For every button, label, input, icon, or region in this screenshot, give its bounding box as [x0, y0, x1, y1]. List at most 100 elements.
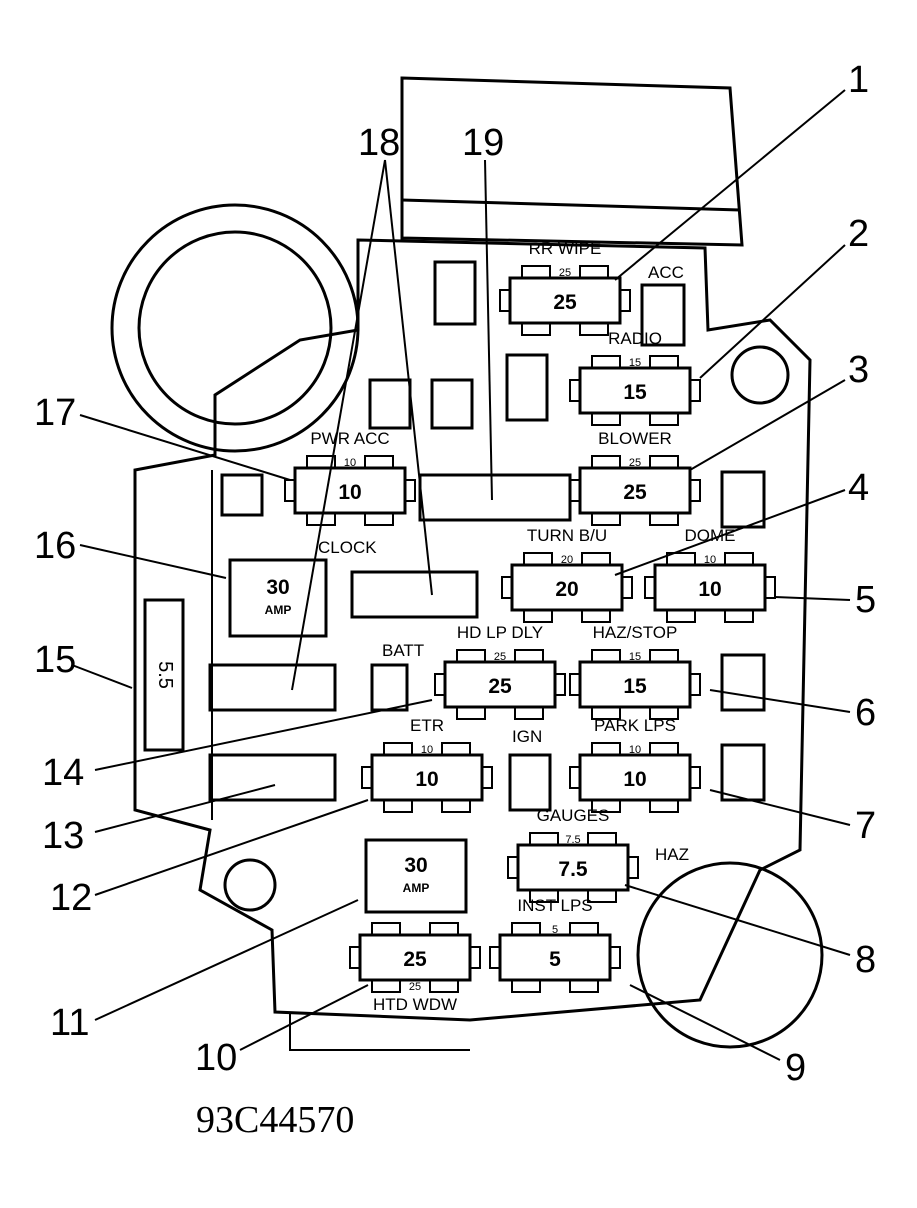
fuse-terminal: [579, 322, 609, 336]
callout-6: 6: [855, 692, 876, 734]
fuse-terminal: [649, 512, 679, 526]
fuse-terminal: [511, 922, 541, 936]
side-fuse: 5.5: [143, 598, 185, 752]
fuse-body: [516, 843, 630, 892]
fuse-label: GAUGES: [537, 806, 610, 825]
breaker-lower-value: 30: [404, 854, 427, 877]
fuse-label: RADIO: [608, 329, 662, 348]
fuse-value: 10: [415, 768, 438, 791]
fuse-terminal: [591, 455, 621, 469]
fuse-board-outline: [133, 238, 812, 1051]
fuse-terminal: [456, 649, 486, 663]
fuse-rating: 25: [494, 651, 506, 663]
fuse-terminal: [441, 799, 471, 813]
fuse-terminal: [441, 742, 471, 756]
fuse-terminal: [591, 412, 621, 426]
fuse-rating: 10: [421, 744, 433, 756]
fuse-body: [498, 933, 612, 982]
fuse-terminal: [724, 609, 754, 623]
callout-2: 2: [848, 213, 869, 255]
fuse-value: 7.5: [558, 858, 588, 881]
fuse-terminal: [523, 552, 553, 566]
fuse-rating: 25: [559, 267, 571, 279]
fuse-terminal: [364, 455, 394, 469]
breaker-clock: CLOCK 30 AMP: [228, 538, 377, 638]
fuse-value: 25: [553, 291, 577, 314]
fuse-terminal: [514, 649, 544, 663]
callout-15: 15: [34, 639, 76, 681]
fuse-turn-bu: 20 TURN B/U 20: [501, 526, 633, 623]
fuse-body: [370, 753, 484, 802]
fuse-body: [578, 660, 692, 709]
callout-12: 12: [50, 877, 92, 919]
callout-9: 9: [785, 1047, 806, 1089]
fuse-value: 15: [623, 675, 647, 698]
fuse-terminal: [521, 265, 551, 279]
fuse-label: PARK LPS: [594, 716, 676, 735]
fuse-terminal: [569, 922, 599, 936]
empty-slots: [208, 260, 766, 812]
callout-numbers: 1 2 3 4 5 6 7 8 9 10 11 12 13 14 15 16 1…: [34, 59, 876, 1089]
ign-label: IGN: [512, 727, 542, 746]
fuse-value: 10: [698, 578, 721, 601]
fuse-terminal: [649, 649, 679, 663]
breaker-clock-unit: AMP: [265, 603, 292, 617]
side-fuse-label: 5.5: [154, 661, 176, 689]
fuse-terminal: [649, 355, 679, 369]
breaker-lower: 30 AMP: [364, 838, 468, 914]
callout-17: 17: [34, 392, 76, 434]
fuse-body: [358, 933, 472, 982]
fuse-terminal: [649, 742, 679, 756]
fuse-value: 20: [555, 578, 578, 601]
fuse-terminal: [666, 609, 696, 623]
fuse-terminal: [581, 552, 611, 566]
fuse-rating: 15: [629, 651, 641, 663]
callout-14: 14: [42, 752, 84, 794]
callout-13: 13: [42, 815, 84, 857]
breaker-clock-value: 30: [266, 576, 289, 599]
fuse-body: [508, 276, 622, 325]
top-connector: [400, 76, 744, 247]
haz-label: HAZ: [655, 845, 689, 864]
fuse-rating: 7.5: [565, 834, 580, 846]
fuse-terminal: [587, 832, 617, 846]
fuse-terminal: [523, 609, 553, 623]
fuse-value: 25: [623, 481, 647, 504]
fuse-label: ETR: [410, 716, 444, 735]
fuse-terminal: [456, 706, 486, 720]
left-round-dial: [110, 203, 360, 453]
fuse-etr: 10 ETR 10: [361, 716, 493, 813]
fuse-terminal: [364, 512, 394, 526]
callout-16: 16: [34, 525, 76, 567]
callout-5: 5: [855, 579, 876, 621]
batt-label: BATT: [382, 641, 424, 660]
callout-19: 19: [462, 122, 504, 164]
fuse-value: 10: [338, 481, 361, 504]
fuse-label: INST LPS: [517, 896, 592, 915]
fuse-rating: 25: [409, 981, 421, 993]
callout-18: 18: [358, 122, 400, 164]
breaker-lower-unit: AMP: [403, 881, 430, 895]
fuse-label: TURN B/U: [527, 526, 607, 545]
fuse-terminal: [371, 922, 401, 936]
fuse-label: PWR ACC: [310, 429, 389, 448]
fuse-terminal: [579, 265, 609, 279]
figure-code: 93C44570: [196, 1099, 354, 1141]
fuse-terminal: [511, 979, 541, 993]
callout-10: 10: [195, 1037, 237, 1079]
fuse-rating: 20: [561, 554, 573, 566]
fuse-rating: 15: [629, 357, 641, 369]
fuse-terminal: [649, 412, 679, 426]
fuse-terminal: [591, 742, 621, 756]
fuse-rating: 10: [704, 554, 716, 566]
fuse-terminal: [581, 609, 611, 623]
fuse-body: [443, 660, 557, 709]
fuse-body: [510, 563, 624, 612]
